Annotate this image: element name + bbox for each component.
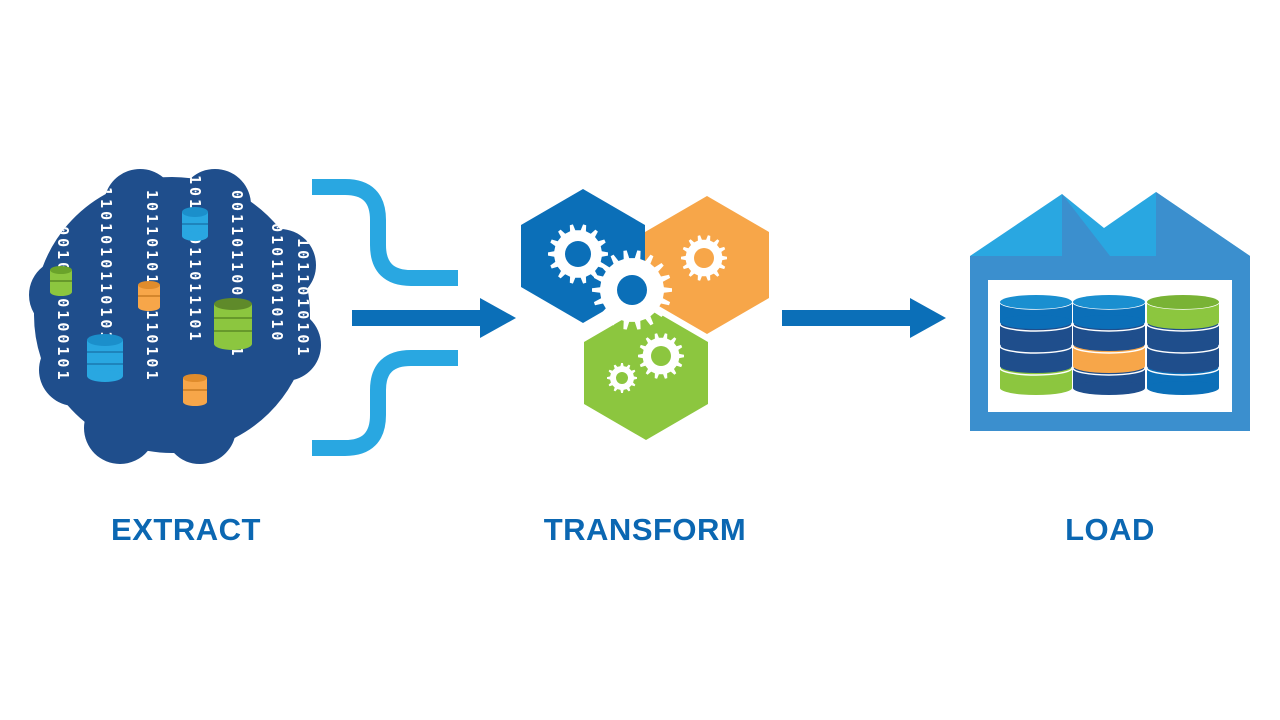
gear-center-hole bbox=[617, 275, 647, 305]
lower-pipe bbox=[312, 350, 458, 456]
upper-pipe bbox=[312, 179, 458, 286]
database-stack bbox=[1146, 294, 1220, 395]
transform-label: TRANSFORM bbox=[543, 512, 747, 547]
database-cylinder-green bbox=[50, 266, 72, 296]
database-cylinder-blue bbox=[182, 207, 208, 241]
database-cylinder-orange-small bbox=[183, 374, 207, 406]
warehouse-icon bbox=[970, 192, 1250, 431]
gears bbox=[548, 224, 727, 393]
arrow-transform-to-load bbox=[782, 298, 946, 338]
gear-hexagons-icon bbox=[521, 189, 769, 440]
binary-column: 10101011010101 bbox=[294, 190, 312, 358]
warehouse-database-stacks bbox=[999, 294, 1220, 395]
gear-orange-hole bbox=[694, 248, 714, 268]
database-cylinder-orange bbox=[138, 281, 160, 311]
gear-green-large-hole bbox=[651, 346, 671, 366]
merge-pipes bbox=[312, 179, 458, 456]
binary-column: 01101010110101 bbox=[97, 175, 115, 343]
binary-column: 11010101101010 bbox=[268, 175, 286, 343]
database-stack bbox=[1072, 294, 1146, 395]
database-cylinder-blue-large bbox=[87, 334, 123, 382]
gear-large-blue-hole bbox=[565, 241, 591, 267]
extract-label: EXTRACT bbox=[111, 512, 261, 547]
database-stack bbox=[999, 294, 1073, 395]
load-label: LOAD bbox=[1065, 512, 1155, 547]
binary-column: 10111011011101 bbox=[186, 175, 204, 343]
database-cylinder-green-large bbox=[214, 298, 252, 350]
gear-green-small-hole bbox=[616, 372, 628, 384]
data-cloud-icon: 1010010110100101011010101101011011010110… bbox=[29, 169, 321, 464]
arrow-extract-to-transform bbox=[352, 298, 516, 338]
